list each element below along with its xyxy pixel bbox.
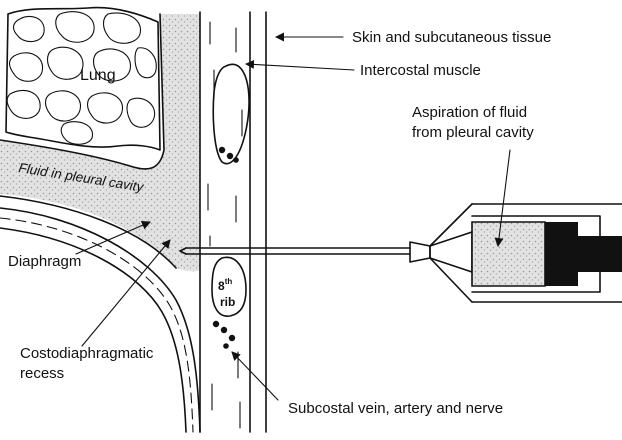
label-aspiration-line2: from pleural cavity [412,124,534,141]
label-intercostal-muscle: Intercostal muscle [360,62,481,79]
intercostal-band [199,11,267,433]
label-skin: Skin and subcutaneous tissue [352,29,551,46]
leader-lines [75,32,511,401]
needle [179,241,431,263]
label-rib-number: 8th [218,277,232,293]
label-aspiration-line1: Aspiration of fluid [412,104,527,121]
label-costodiaphragmatic-line1: Costodiaphragmatic [20,345,154,362]
diaphragm-curve [0,207,201,433]
syringe [429,203,622,303]
pleural-fluid [0,13,200,272]
label-lung: Lung [80,67,116,84]
lung-shape [5,6,161,151]
label-subcostal: Subcostal vein, artery and nerve [288,400,503,417]
label-diaphragm: Diaphragm [8,253,81,270]
label-rib-word: rib [220,295,235,309]
label-costodiaphragmatic-line2: recess [20,365,64,382]
